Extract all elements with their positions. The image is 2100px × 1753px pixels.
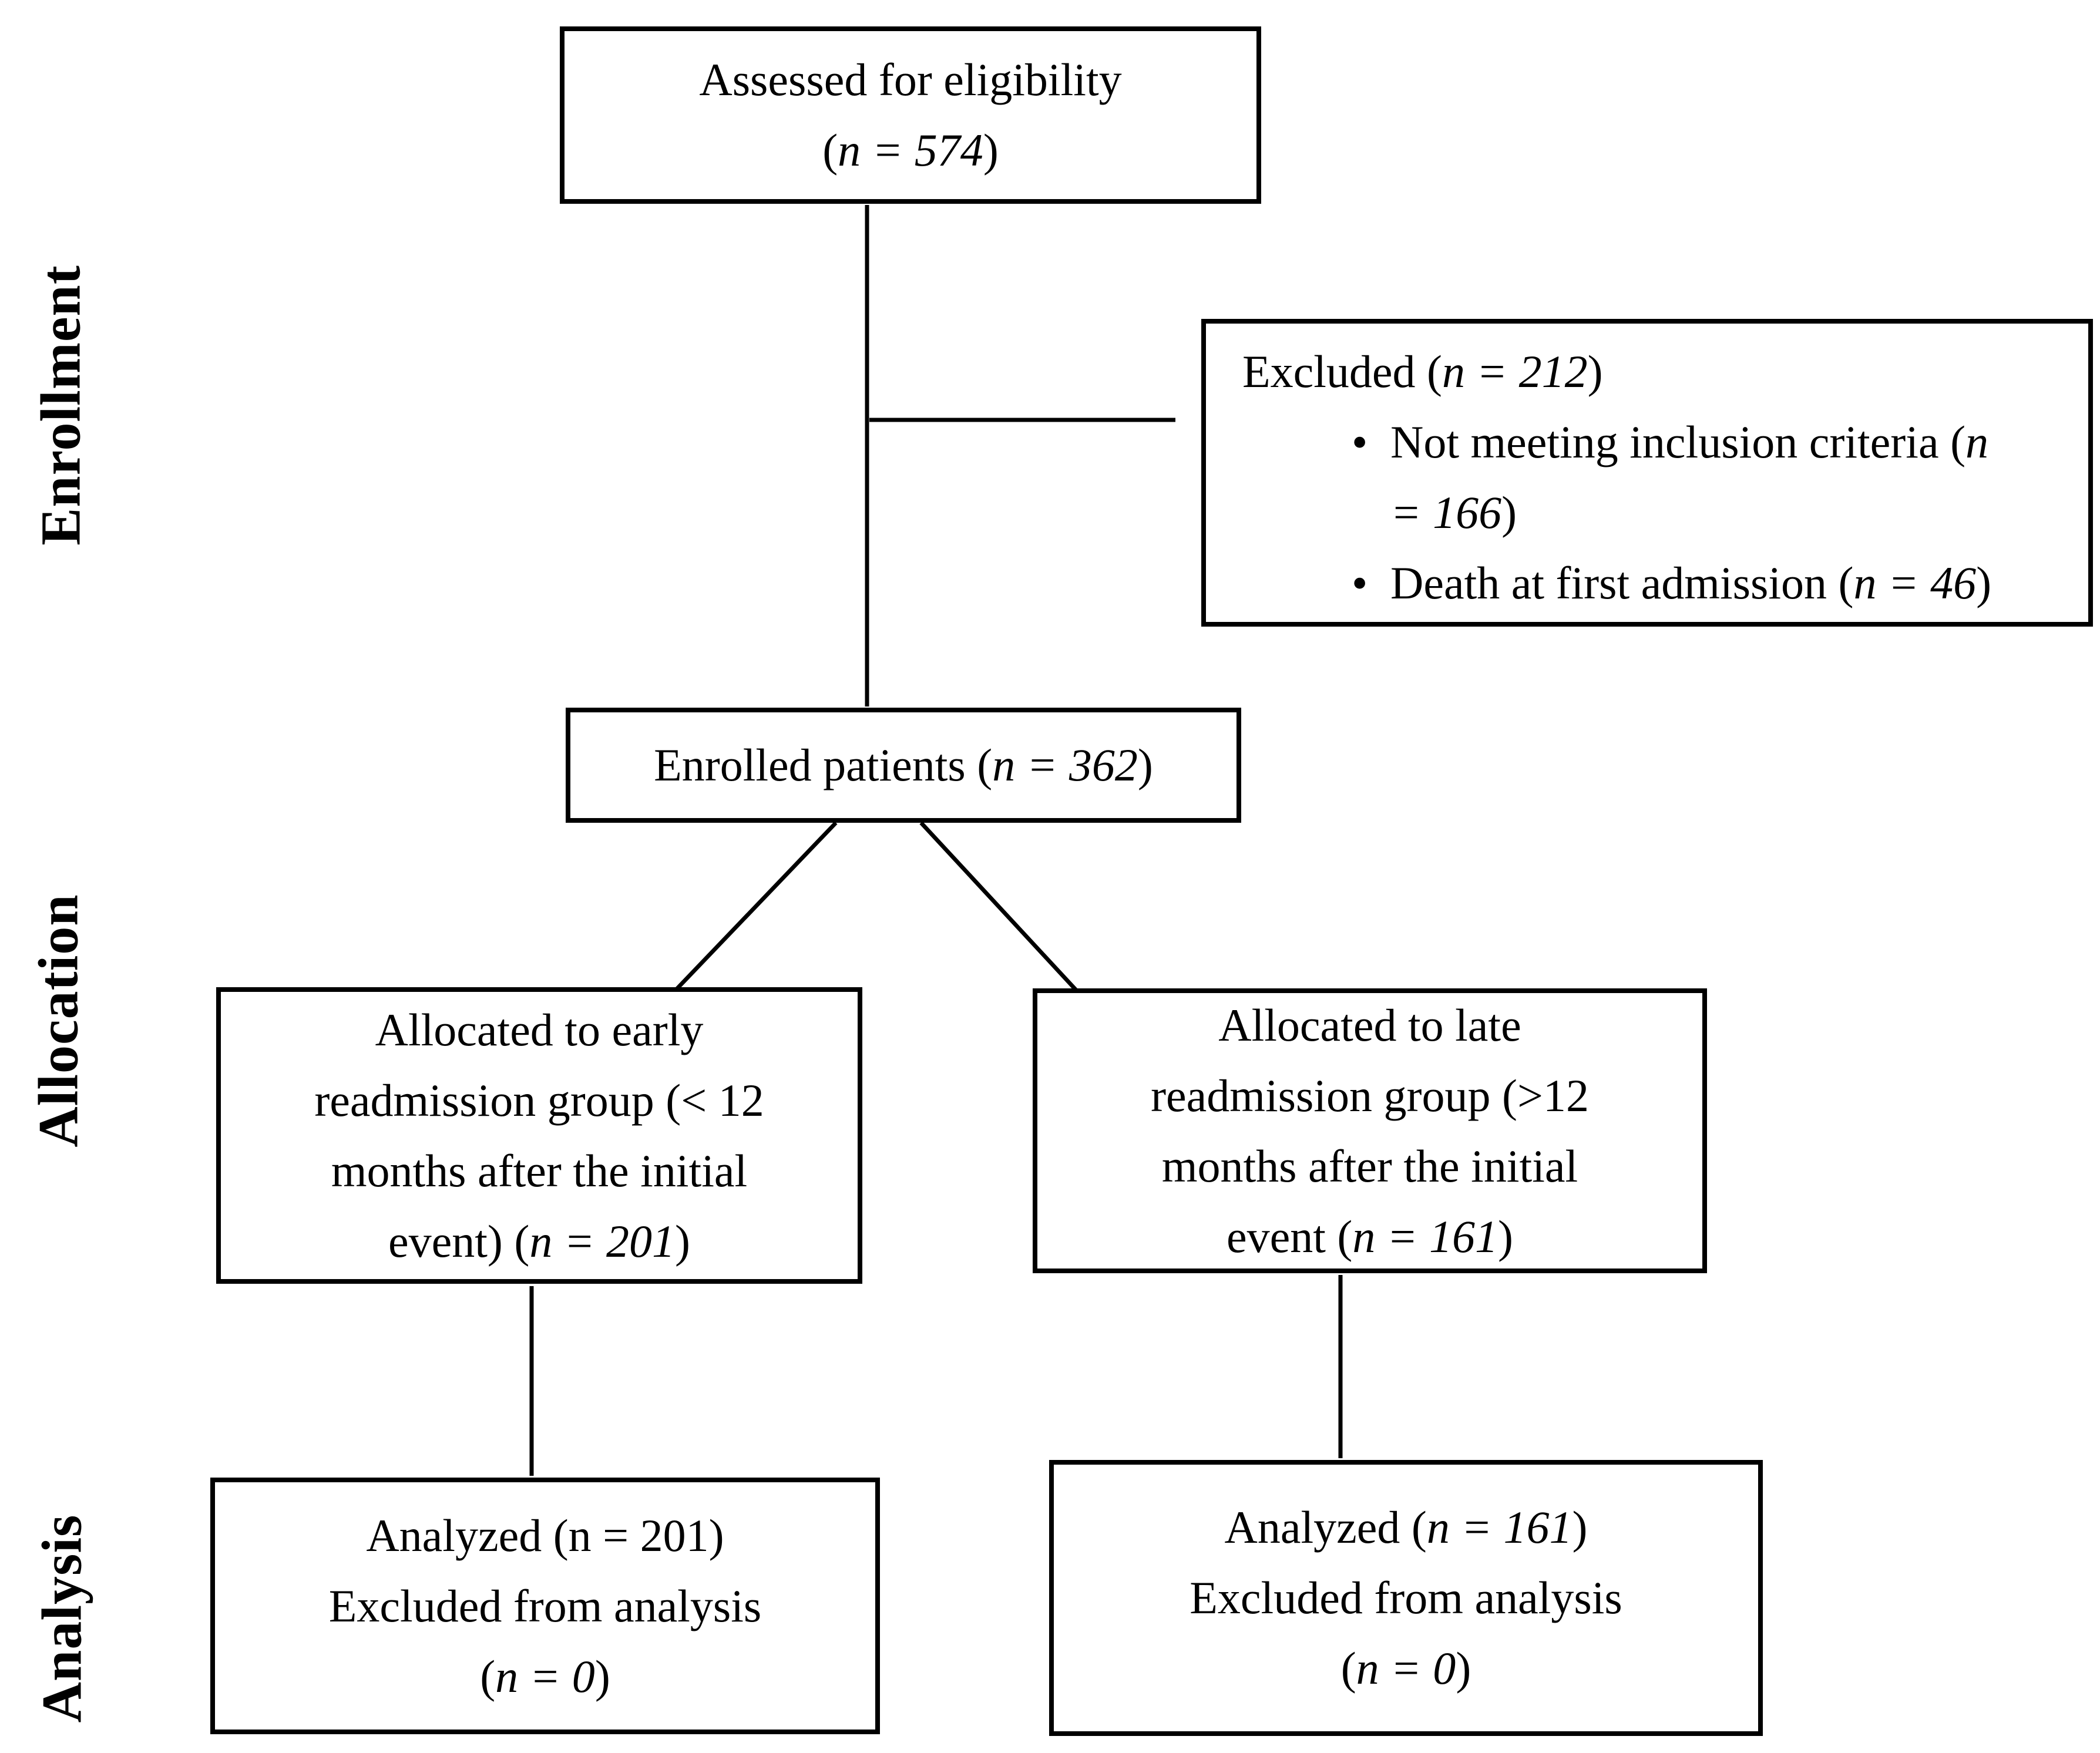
analyzed-early-text: Analyzed (n = 201)Excluded from analysis… [328,1509,762,1702]
connector-enrolled-to-late [919,821,1078,992]
enrolled-patients-box: Enrolled patients (n = 362) [566,708,1241,823]
assessed-for-eligibility-box: Assessed for eligibility(n = 574) [560,26,1261,204]
stage-label-allocation: Allocation [26,894,90,1148]
excluded-reasons-list: • Not meeting inclusion criteria (n= 166… [1242,407,1991,618]
enrolled-patients-text: Enrolled patients (n = 362) [654,739,1153,790]
bullet-icon: • [1352,557,1368,608]
excluded-reason-text: Death at first admission (n = 46) [1390,557,1992,608]
bullet-icon: • [1352,416,1368,467]
stage-label-analysis: Analysis [30,1514,93,1723]
excluded-reason-item: • Not meeting inclusion criteria (n= 166… [1352,407,1991,548]
connector-enrolled-to-early [675,821,838,991]
excluded-title: Excluded (n = 212) [1242,346,1603,397]
excluded-reason-item: • Death at first admission (n = 46) [1352,548,1992,618]
excluded-box: Excluded (n = 212) • Not meeting inclusi… [1201,319,2093,627]
analyzed-early-box: Analyzed (n = 201)Excluded from analysis… [210,1478,880,1734]
excluded-reason-text: Not meeting inclusion criteria (n= 166) [1390,416,1989,538]
analyzed-late-text: Analyzed (n = 161)Excluded from analysis… [1190,1502,1622,1694]
stage-label-enrollment: Enrollment [29,265,92,546]
analyzed-late-box: Analyzed (n = 161)Excluded from analysis… [1049,1460,1763,1736]
assessed-for-eligibility-text: Assessed for eligibility(n = 574) [699,54,1122,176]
